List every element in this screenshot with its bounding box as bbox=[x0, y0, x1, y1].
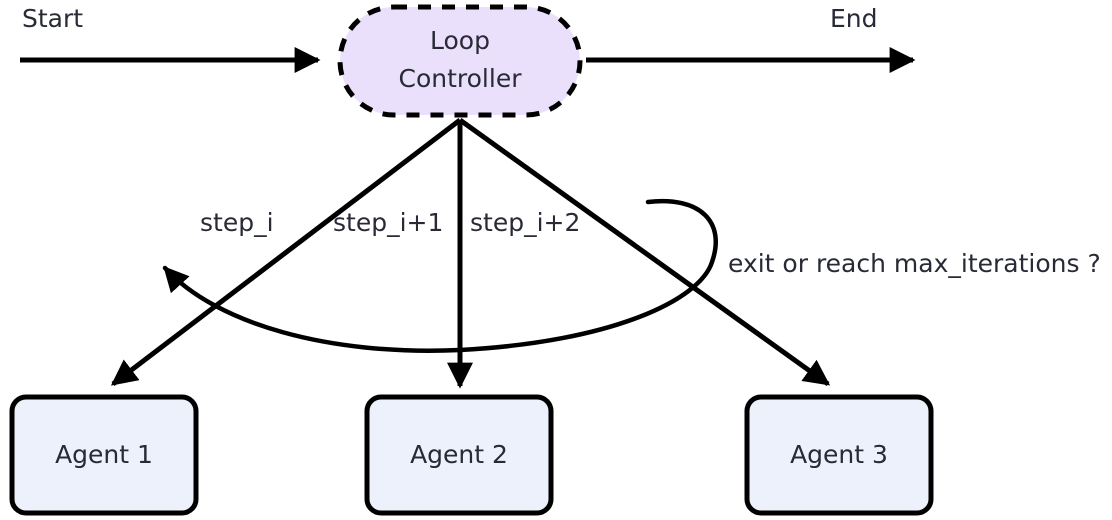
edge-label-step-i-plus-1: step_i+1 bbox=[333, 208, 443, 237]
feedback-loop-arrow bbox=[162, 198, 718, 353]
dispatch-arrow-agent-1 bbox=[110, 118, 462, 386]
edge-label-feedback-condition: exit or reach max_iterations ? bbox=[728, 249, 1101, 278]
loop-controller-label-line1: Loop bbox=[430, 26, 490, 55]
node-agent-1[interactable]: Agent 1 bbox=[9, 394, 199, 516]
edge-feedback-loop bbox=[162, 198, 718, 353]
edge-label-step-i: step_i bbox=[200, 208, 274, 237]
edge-label-step-i-plus-2: step_i+2 bbox=[470, 208, 580, 237]
agent-1-label: Agent 1 bbox=[55, 440, 153, 469]
edge-controller-to-agent-1 bbox=[110, 118, 462, 386]
agent-3-shape[interactable] bbox=[744, 394, 934, 516]
loop-controller-shape[interactable] bbox=[337, 4, 583, 118]
node-agent-2[interactable]: Agent 2 bbox=[364, 394, 554, 516]
start-label: Start bbox=[22, 4, 83, 33]
agent-2-shape[interactable] bbox=[364, 394, 554, 516]
node-loop-controller[interactable]: Loop Controller bbox=[337, 4, 583, 118]
agent-1-shape[interactable] bbox=[9, 394, 199, 516]
agent-3-label: Agent 3 bbox=[790, 440, 888, 469]
agent-2-label: Agent 2 bbox=[410, 440, 508, 469]
edge-controller-to-agent-3 bbox=[458, 117, 831, 387]
dispatch-arrow-agent-3 bbox=[458, 117, 831, 387]
loop-controller-label-line2: Controller bbox=[399, 64, 523, 93]
end-label: End bbox=[830, 4, 878, 33]
node-agent-3[interactable]: Agent 3 bbox=[744, 394, 934, 516]
